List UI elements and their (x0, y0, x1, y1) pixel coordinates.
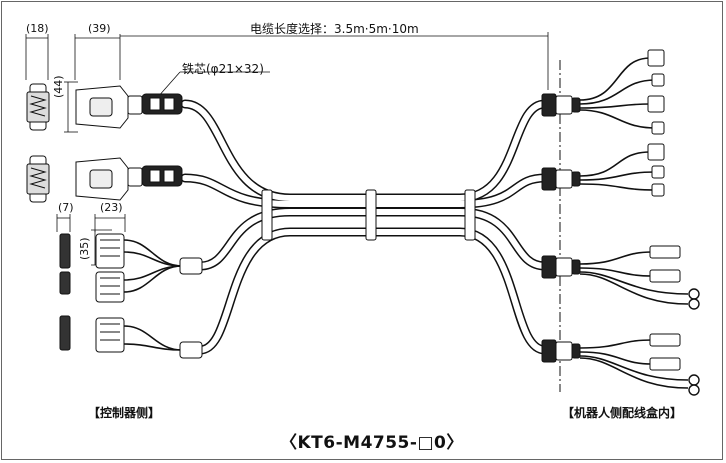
ferrite-core-label: 铁芯(φ21×32) (182, 62, 264, 76)
bundle-clamp (464, 189, 476, 241)
dim-44: (44) (52, 75, 65, 98)
dim-7: (7) (58, 201, 74, 214)
bundle-clamp (261, 189, 273, 241)
bundle-clamp (365, 189, 377, 241)
dim-35: (35) (78, 237, 91, 260)
robot-side-connectors (541, 49, 700, 396)
robot-side-label: 【机器人侧配线盒内】 (562, 406, 683, 420)
cable-bundles (180, 99, 550, 355)
dimension-lines (25, 32, 549, 266)
model-number: 〈KT6-M4755-□0〉 (280, 433, 464, 453)
dim-23: (23) (100, 201, 123, 214)
dim-18: (18) (26, 22, 49, 35)
power-connectors (59, 233, 203, 359)
cable-length-label: 电缆长度选择：3.5m·5m·10m (250, 22, 419, 36)
dsub-connectors (26, 83, 183, 203)
dim-39: (39) (88, 22, 111, 35)
controller-side-label: 【控制器侧】 (88, 406, 161, 420)
